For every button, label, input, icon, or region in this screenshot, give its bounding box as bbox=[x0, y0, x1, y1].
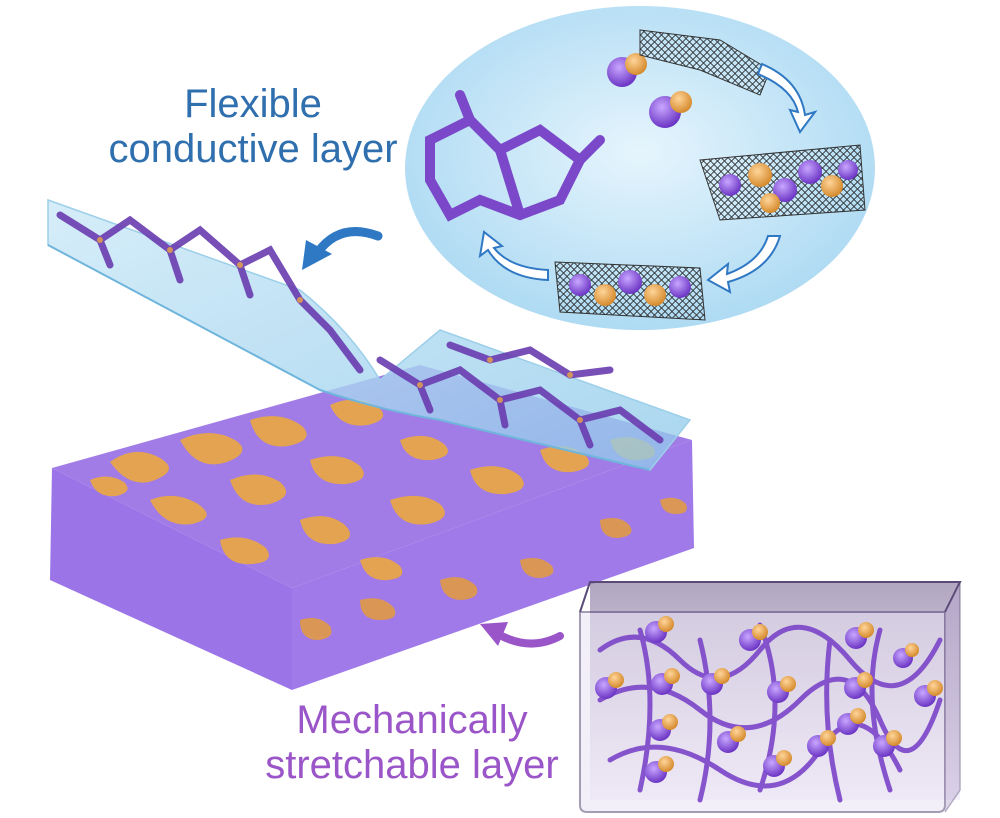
label-bottom-line1: Mechanically bbox=[296, 698, 528, 742]
orange-side-patches bbox=[300, 497, 687, 640]
sheet-polymer-network bbox=[56, 211, 664, 449]
curved-arrow-down-left-icon bbox=[302, 227, 383, 270]
cycle-arrow-icon bbox=[478, 62, 818, 294]
orange-domains bbox=[90, 399, 656, 581]
conductive-sheet bbox=[47, 198, 692, 471]
slab-front-face bbox=[50, 468, 292, 690]
flexible-conductive-layer-label: Flexible conductive layer bbox=[88, 82, 418, 172]
curved-arrow-left-icon bbox=[480, 622, 564, 648]
label-bottom-line2: stretchable layer bbox=[265, 742, 559, 787]
container-monomers bbox=[595, 616, 943, 783]
mechanically-stretchable-layer-label: Mechanically stretchable layer bbox=[232, 698, 592, 788]
precursor-container bbox=[579, 581, 962, 813]
label-top-line1: Flexible bbox=[184, 82, 322, 126]
cycle-mesh-bottom bbox=[554, 261, 706, 321]
cycle-polymer-network bbox=[425, 90, 605, 222]
label-top-line2: conductive layer bbox=[108, 126, 398, 171]
sheet-edge bbox=[47, 244, 651, 471]
sheet-polymer-beads bbox=[97, 237, 583, 423]
cycle-mesh-with-molecules bbox=[699, 144, 866, 221]
synthesis-cycle bbox=[405, 6, 875, 330]
slab-right-face bbox=[292, 440, 694, 690]
cycle-graphene-mesh bbox=[639, 29, 771, 96]
cycle-monomers bbox=[607, 53, 692, 128]
